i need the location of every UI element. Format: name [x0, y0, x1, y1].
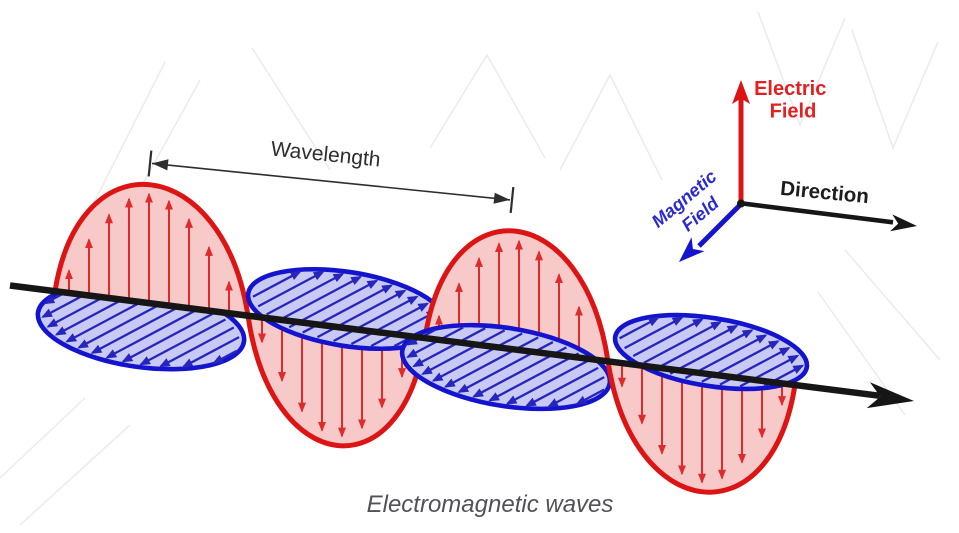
magnetic-field-label: Magnetic Field	[648, 163, 739, 249]
wavelength-right-arrowhead-icon	[493, 192, 510, 204]
caption: Electromagnetic waves	[367, 491, 614, 518]
electric-lobe-outline	[52, 181, 251, 319]
electric-field-lobe	[605, 358, 798, 495]
wave-lobes	[35, 181, 810, 495]
wavelength-dimension: Wavelength	[147, 138, 515, 214]
magnetic-field-arrow	[90, 300, 191, 354]
electric-field-label: Electric Field	[754, 78, 832, 123]
magnetic-field-arrow	[350, 302, 430, 346]
magnetic-field-arrow	[547, 376, 605, 408]
magnetic-field-arrow	[257, 270, 325, 308]
magnetic-field-arrow	[624, 316, 684, 350]
magnetic-field-arrow	[266, 272, 345, 316]
triad-origin-dot	[737, 199, 745, 208]
magnetic-field-arrow	[412, 327, 486, 368]
wavelength-left-tick	[147, 150, 153, 177]
magnetic-field-arrow	[488, 352, 580, 402]
wavelength-dimension-line	[151, 162, 511, 201]
magnetic-field-arrow	[333, 295, 419, 343]
magnetic-field-arrow	[252, 270, 302, 298]
magnetic-field-arrow	[619, 316, 660, 340]
magnetic-field-arrow	[420, 329, 506, 375]
magnetic-field-arrow	[643, 321, 722, 364]
axes-triad: Electric Field Direction Magnetic Field	[648, 78, 917, 262]
electric-axis-arrowhead-icon	[732, 80, 750, 104]
propagation-arrowhead-icon	[866, 382, 914, 409]
magnetic-field-lobe	[245, 266, 449, 352]
magnetic-axis-line	[697, 202, 743, 248]
direction-axis-arrowhead-icon	[890, 214, 917, 232]
magnetic-field-arrow	[158, 326, 235, 368]
magnetic-field-arrow	[121, 311, 216, 363]
direction-label: Direction	[779, 177, 870, 208]
magnetic-field-arrow	[524, 366, 599, 407]
wavelength-right-tick	[509, 186, 515, 214]
propagation-axis-line	[9, 282, 881, 400]
propagation-axis	[9, 282, 914, 409]
magnetic-field-arrow	[431, 332, 523, 382]
magnetic-field-arrow	[575, 388, 605, 405]
magnetic-field-arrow	[443, 336, 539, 388]
magnetic-field-arrow	[655, 324, 739, 370]
electric-field-lobe	[52, 181, 251, 319]
magnetic-field-arrow	[212, 349, 238, 365]
magnetic-field-arrow	[181, 336, 240, 368]
magnetic-field-arrow	[139, 318, 226, 366]
magnetic-field-arrow	[276, 275, 363, 323]
wavelength-left-arrowhead-icon	[152, 159, 169, 171]
magnetic-axis-arrowhead-icon	[679, 237, 705, 262]
wavelength-label: Wavelength	[270, 138, 382, 172]
magnetic-field-arrow	[505, 359, 590, 405]
magnetic-field-arrow	[370, 310, 438, 348]
magnetic-field-lobe	[399, 322, 613, 412]
magnetic-field-arrow	[105, 305, 204, 359]
magnetic-field-arrow	[669, 329, 754, 375]
magnetic-field-arrow	[632, 318, 704, 358]
direction-axis-line	[738, 200, 894, 225]
